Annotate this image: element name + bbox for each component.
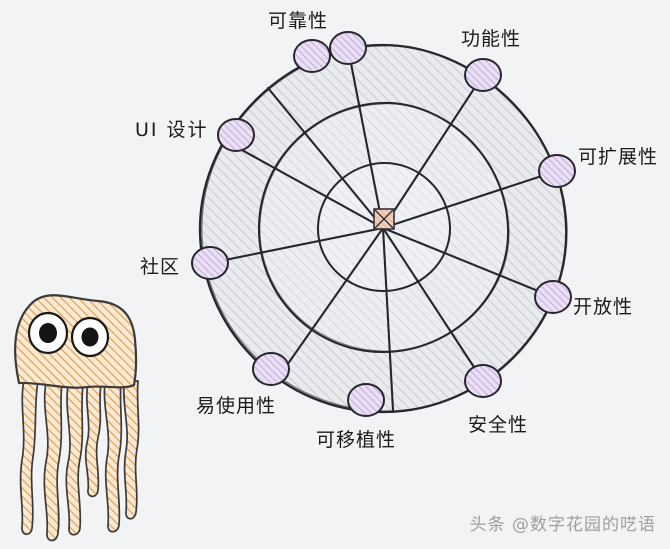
spoke-scalability (381, 169, 559, 230)
spoke-security (381, 226, 485, 383)
node-portability[interactable] (347, 383, 385, 417)
spoke-community (208, 226, 385, 265)
watermark-text: 头条 @数字花园的呓语 (469, 515, 656, 535)
spoke-usability (276, 226, 385, 380)
node-community[interactable] (191, 246, 229, 280)
node-ui-design[interactable] (217, 118, 255, 152)
spoke-ui-design (220, 137, 385, 230)
jellyfish-eye-left (27, 311, 69, 355)
node-security[interactable] (464, 364, 502, 398)
spoke-unlabeled (266, 86, 385, 230)
axis-label-community: 社区 (140, 256, 181, 278)
node-openness[interactable] (534, 280, 572, 314)
spoke-portability (381, 226, 395, 412)
radar-center-marker (373, 208, 395, 230)
ring-middle-sketch (259, 103, 510, 352)
node-scalability[interactable] (538, 154, 576, 188)
spoke-openness (381, 226, 555, 299)
axis-label-openness: 开放性 (573, 296, 634, 318)
jellyfish-eye-right (70, 316, 110, 358)
axis-label-portability: 可移植性 (316, 429, 397, 451)
spoke-reliability (346, 46, 385, 230)
node-functionality[interactable] (464, 58, 502, 92)
radar-nodes (191, 31, 576, 417)
spoke-functionality (381, 73, 485, 230)
axis-label-functionality: 功能性 (461, 28, 522, 50)
axis-label-security: 安全性 (468, 414, 529, 436)
axis-label-reliability: 可靠性 (268, 10, 329, 32)
jellyfish-mascot (14, 294, 140, 542)
radar-spokes (208, 46, 559, 412)
node-reliability[interactable] (329, 31, 367, 65)
jellyfish-tentacles (19, 379, 140, 542)
node-usability[interactable] (252, 352, 290, 386)
node-unlabeled[interactable] (293, 39, 331, 73)
axis-label-scalability: 可扩展性 (578, 146, 659, 168)
axis-label-usability: 易使用性 (196, 395, 277, 417)
axis-label-ui-design: UI 设计 (135, 119, 209, 141)
